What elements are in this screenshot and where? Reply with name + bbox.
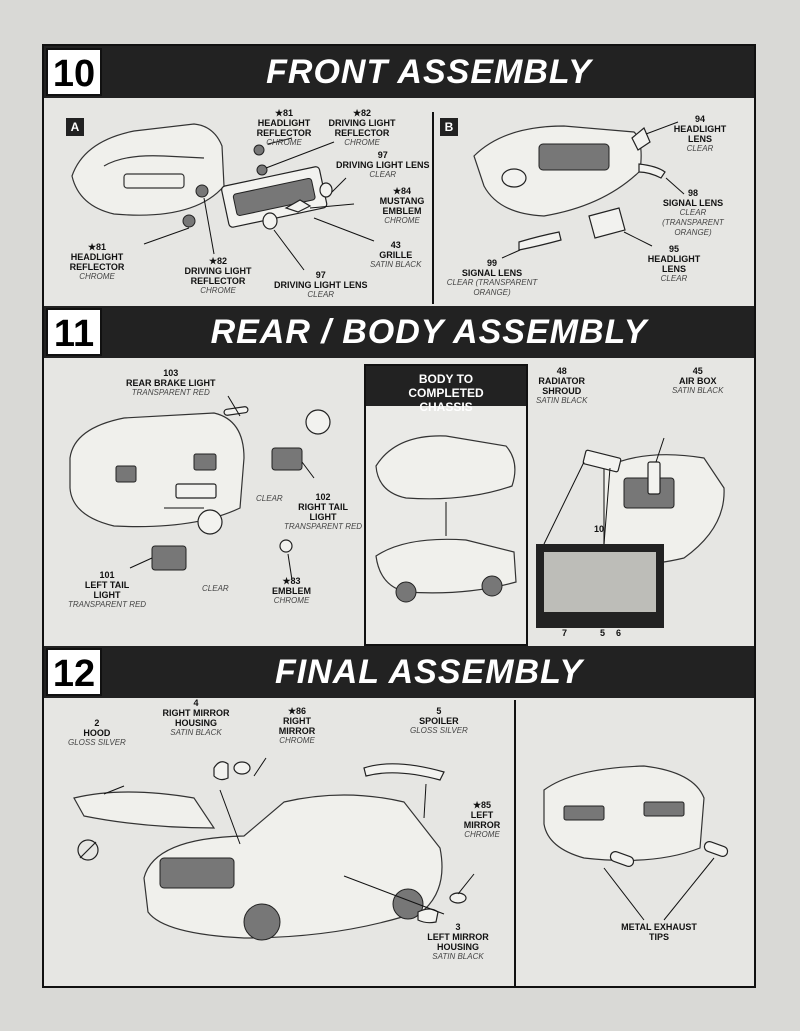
step-number: 10 <box>46 48 102 96</box>
panel-a-label: A <box>66 118 84 136</box>
body-chassis-drawing <box>375 435 517 603</box>
step-title: REAR / BODY ASSEMBLY <box>210 313 648 351</box>
step-11-header: 11 REAR / BODY ASSEMBLY <box>44 306 754 358</box>
inset-drawing <box>544 552 656 612</box>
inset-number: 6 <box>616 628 622 638</box>
inset-number: 10 <box>594 524 605 534</box>
radiator-detail-inset <box>536 544 664 628</box>
part-label: METAL EXHAUST TIPS <box>621 922 697 942</box>
step-12-header: 12 FINAL ASSEMBLY <box>44 646 754 698</box>
step-10-header: 10 FRONT ASSEMBLY <box>44 46 754 98</box>
step-12-drawing <box>73 757 729 941</box>
part-label: CLEAR <box>256 494 283 503</box>
instruction-sheet: 10 FRONT ASSEMBLY A B <box>42 44 756 988</box>
step-title: FRONT ASSEMBLY <box>266 53 592 91</box>
inset-number: 5 <box>600 628 606 638</box>
step-10-drawing <box>71 121 685 271</box>
step-10-divider <box>432 112 434 304</box>
panel-b-label: B <box>440 118 458 136</box>
body-box-title: BODY TO COMPLETED CHASSIS <box>366 366 526 414</box>
inset-number: 7 <box>562 628 568 638</box>
part-label: CLEAR <box>202 584 229 593</box>
step-12-divider <box>514 700 516 986</box>
step-number: 11 <box>46 308 102 356</box>
step-title: FINAL ASSEMBLY <box>274 653 584 691</box>
step-11-drawing <box>69 395 725 581</box>
step-number: 12 <box>46 648 102 696</box>
body-to-chassis-box: BODY TO COMPLETED CHASSIS <box>364 364 528 646</box>
